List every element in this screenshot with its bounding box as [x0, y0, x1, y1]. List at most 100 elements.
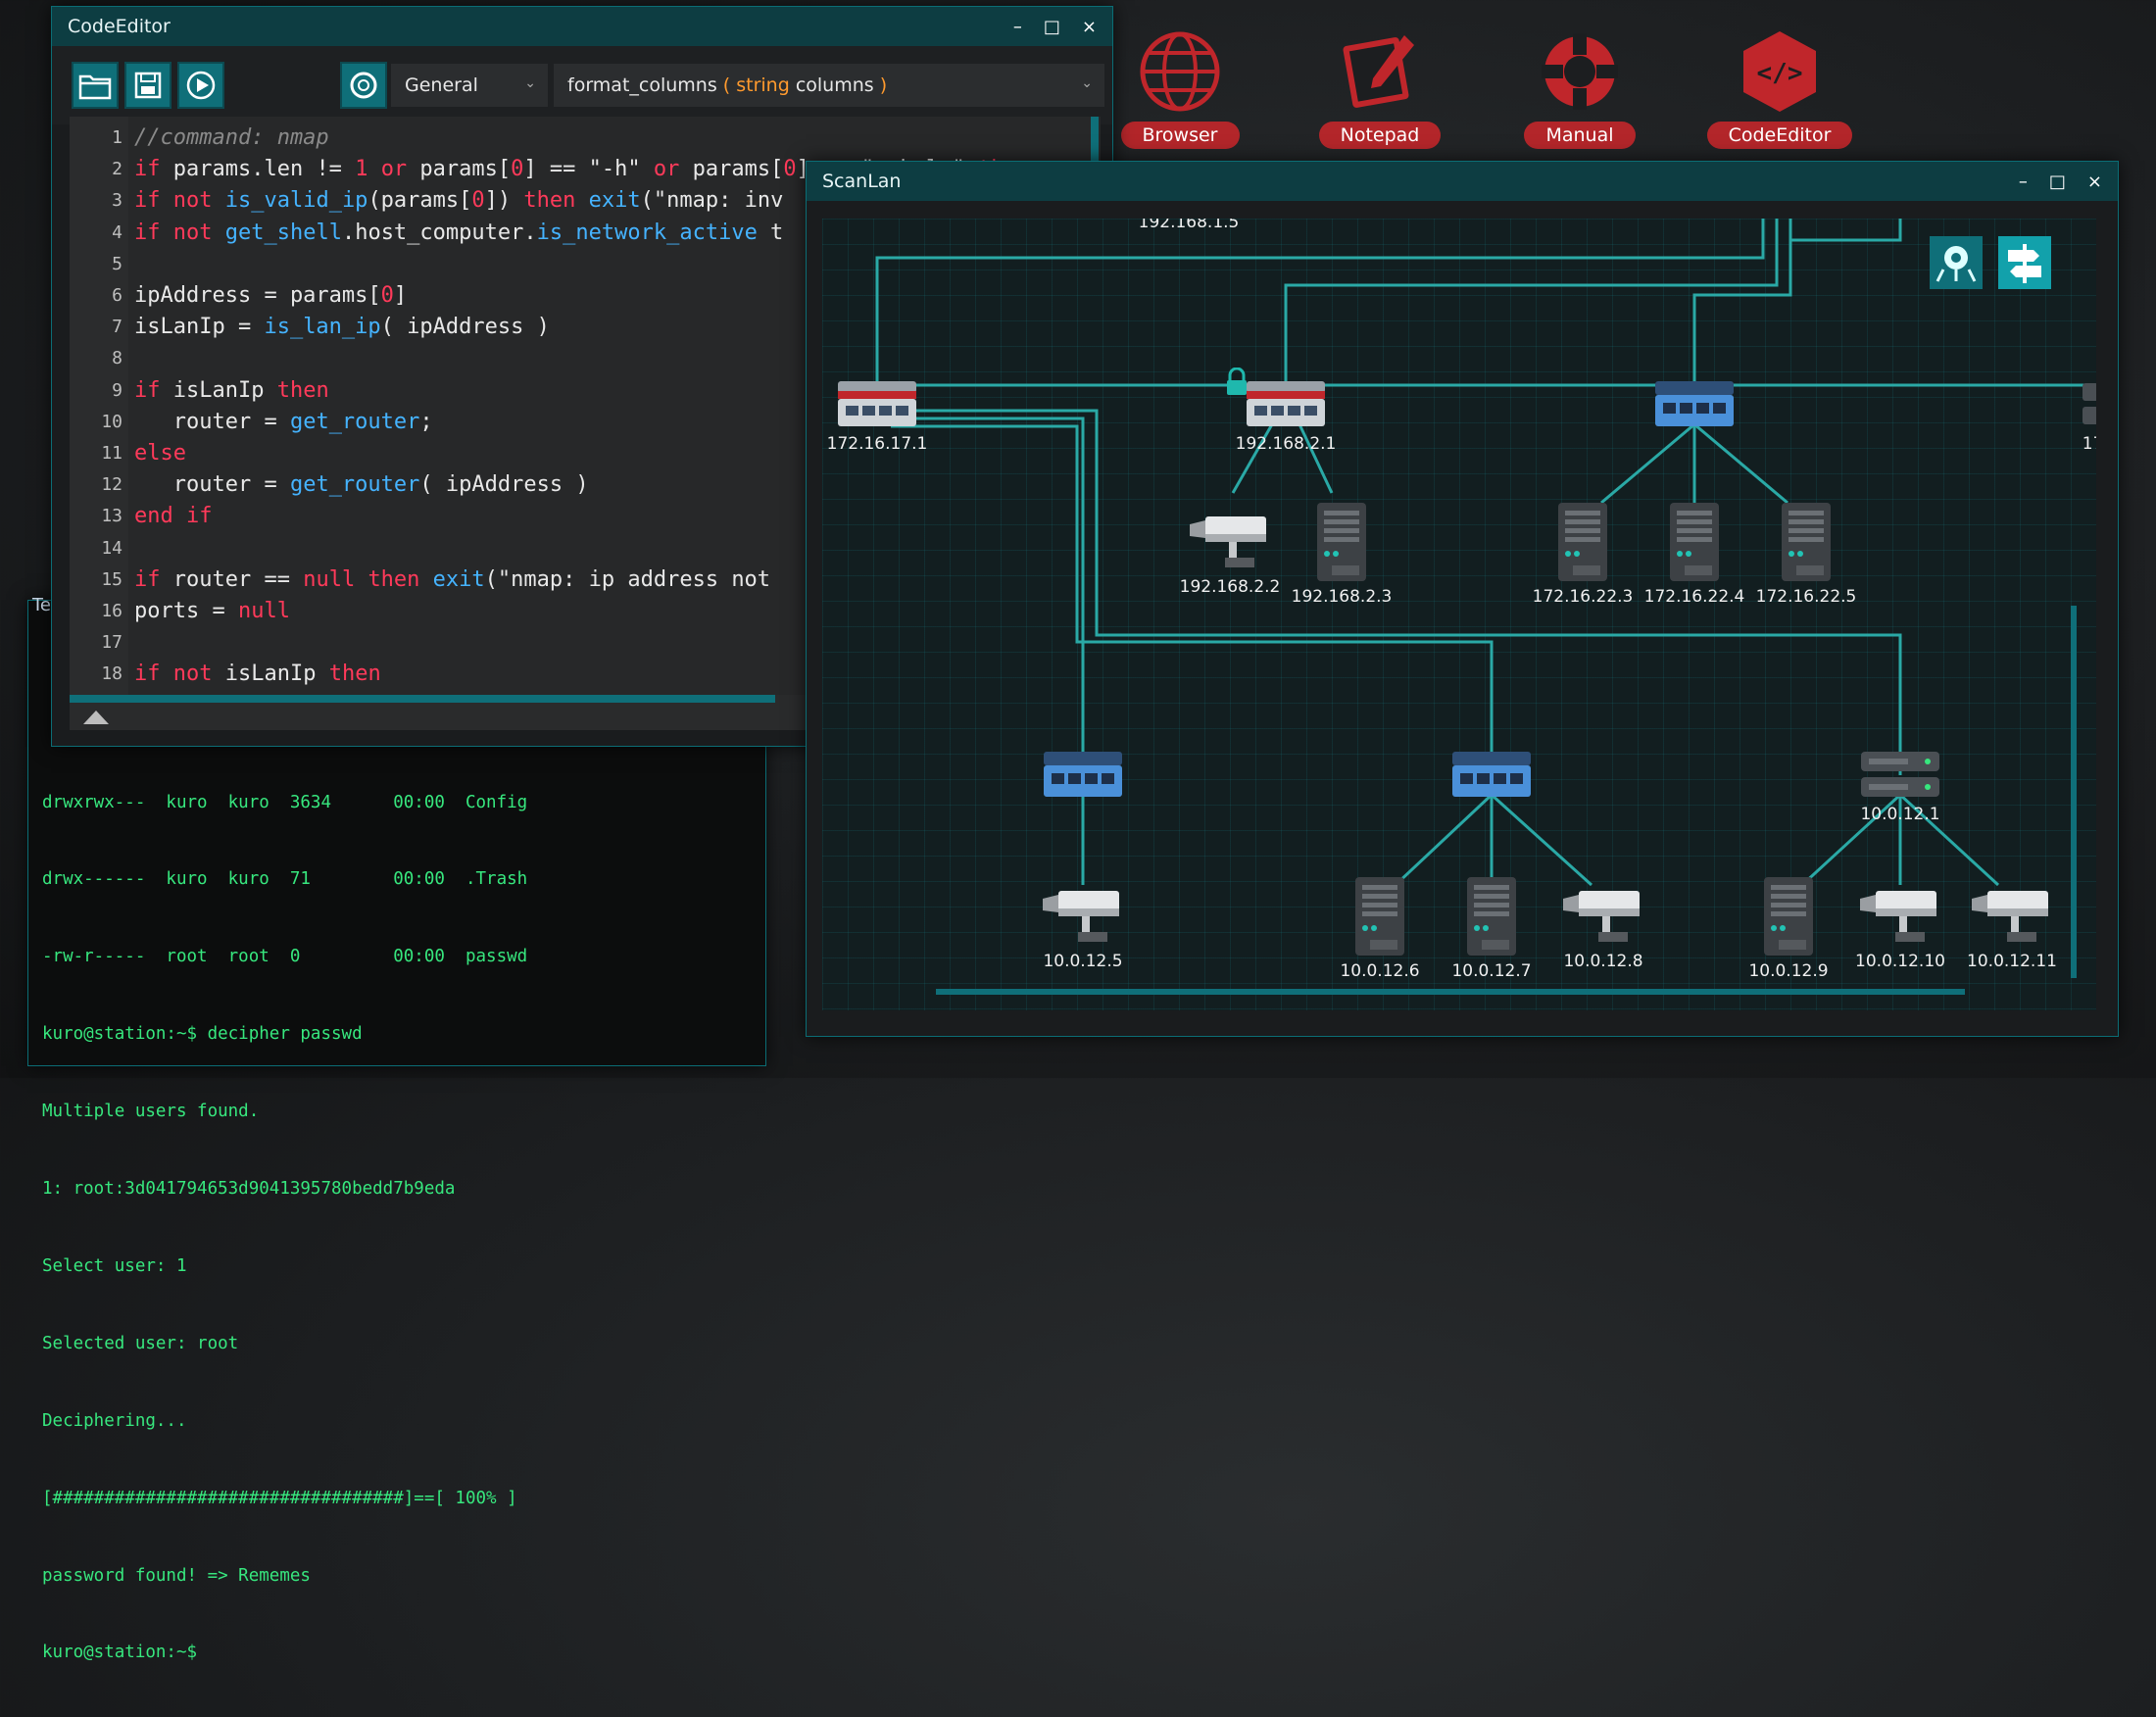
line-number: 10: [101, 411, 122, 432]
router-icon[interactable]: [836, 379, 918, 434]
line-number: 2: [112, 159, 122, 180]
desktop-icon-browser[interactable]: Browser: [1082, 27, 1278, 149]
category-dropdown[interactable]: General ⌄: [391, 64, 548, 107]
code-hexagon-icon: </>: [1743, 31, 1816, 112]
line-number: 1: [112, 127, 122, 148]
desktop-icon-notepad[interactable]: Notepad: [1282, 27, 1478, 149]
camera-icon[interactable]: [1039, 885, 1127, 952]
server-icon[interactable]: [1464, 875, 1519, 961]
globe-icon: [1140, 31, 1220, 112]
open-file-button[interactable]: [72, 62, 119, 109]
function-dropdown[interactable]: format_columns ( string columns ) ⌄: [554, 64, 1104, 107]
switch-icon[interactable]: [1653, 379, 1736, 434]
folder-icon: [78, 74, 112, 100]
close-button[interactable]: ×: [1081, 16, 1097, 37]
chevron-down-icon: ⌄: [524, 75, 536, 91]
rack-server-icon[interactable]: [1859, 750, 1941, 805]
terminal-line: Multiple users found.: [42, 1102, 260, 1122]
window-title: CodeEditor: [68, 16, 171, 37]
map-horizontal-scrollbar[interactable]: [936, 989, 1965, 995]
horizontal-scrollbar[interactable]: [70, 695, 775, 703]
node-ip-label: 172: [2082, 434, 2096, 454]
desktop-icon-codeeditor[interactable]: </> CodeEditor: [1682, 27, 1878, 149]
server-icon[interactable]: [1667, 501, 1722, 587]
code-text: //command: nmap: [134, 125, 329, 150]
line-number: 5: [112, 253, 122, 274]
server-icon[interactable]: [1555, 501, 1610, 587]
switch-icon[interactable]: [1042, 750, 1124, 805]
server-icon[interactable]: [1779, 501, 1834, 587]
code-line: 14: [70, 533, 1101, 564]
switch-icon[interactable]: [1450, 750, 1533, 805]
server-icon[interactable]: [2075, 379, 2096, 434]
line-number: 3: [112, 190, 122, 212]
camera-icon[interactable]: [1186, 511, 1274, 577]
node-ip-label: 10.0.12.7: [1451, 961, 1532, 981]
desktop-icon-label: CodeEditor: [1706, 122, 1853, 149]
minimize-button[interactable]: –: [1012, 16, 1022, 37]
line-number: 8: [112, 348, 122, 369]
lifebuoy-icon: [350, 72, 377, 99]
node-ip-label: 10.0.12.8: [1563, 952, 1643, 971]
code-text: else: [134, 441, 186, 466]
triangle-up-icon[interactable]: [79, 707, 113, 726]
camera-icon[interactable]: [1968, 885, 2056, 952]
code-text: if not is_valid_ip(params[0]) then exit(…: [134, 188, 784, 214]
code-text: if not get_shell.host_computer.is_networ…: [134, 220, 784, 245]
scan-tool-button[interactable]: [1930, 236, 1983, 289]
code-line: 16 ports = null: [70, 596, 1101, 627]
line-number-gutter: [70, 117, 128, 695]
svg-text:</>: </>: [1757, 59, 1803, 88]
node-ip-label: 172.16.22.4: [1643, 587, 1745, 607]
floppy-disk-icon: [134, 72, 162, 99]
server-icon[interactable]: [1761, 875, 1816, 961]
code-text: if not isLanIp then: [134, 662, 381, 687]
terminal-line: 1: root:3d041794653d9041395780bedd7b9eda: [42, 1179, 456, 1200]
code-text: router = get_router;: [134, 409, 433, 434]
line-number: 16: [101, 601, 122, 621]
code-editor-titlebar[interactable]: CodeEditor – □ ×: [52, 7, 1112, 46]
server-icon[interactable]: [1352, 875, 1407, 961]
node-ip-label: 10.0.12.1: [1860, 805, 1940, 824]
maximize-button[interactable]: □: [2048, 171, 2066, 192]
code-text: if router == null then exit("nmap: ip ad…: [134, 566, 771, 592]
terminal-title: Te: [32, 595, 52, 615]
router-icon[interactable]: [1245, 379, 1327, 434]
line-number: 7: [112, 317, 122, 338]
minimize-button[interactable]: –: [2018, 171, 2028, 192]
function-param-type: string: [736, 74, 790, 96]
desktop-icon-label: Notepad: [1318, 122, 1442, 149]
scanlan-titlebar[interactable]: ScanLan – □ ×: [807, 162, 2118, 201]
run-button[interactable]: [177, 62, 224, 109]
node-ip-label: 192.168.2.2: [1179, 577, 1281, 597]
node-ip-label: 10.0.12.5: [1043, 952, 1123, 971]
code-line: 7 isLanIp = is_lan_ip( ipAddress ): [70, 312, 1101, 343]
code-line: 1 //command: nmap: [70, 123, 1101, 154]
desktop-icon-manual[interactable]: Manual: [1482, 27, 1678, 149]
camera-icon[interactable]: [1856, 885, 1944, 952]
scanlan-window[interactable]: ScanLan – □ ×: [806, 161, 2119, 1037]
code-line: 5: [70, 249, 1101, 280]
spy-robot-icon: [1936, 246, 1977, 282]
code-text: router = get_router( ipAddress ): [134, 472, 589, 498]
server-icon[interactable]: [1314, 501, 1369, 587]
lock-icon: [1227, 368, 1247, 395]
code-text: isLanIp = is_lan_ip( ipAddress ): [134, 315, 550, 340]
terminal-line: kuro@station:~$: [42, 1643, 198, 1663]
maximize-button[interactable]: □: [1043, 16, 1060, 37]
terminal-output[interactable]: drwxrwx--- kuro kuro 3634 00:00 Config d…: [42, 738, 756, 1717]
close-button[interactable]: ×: [2086, 171, 2102, 192]
map-vertical-scrollbar[interactable]: [2071, 606, 2077, 978]
save-button[interactable]: [124, 62, 172, 109]
route-tool-button[interactable]: [1998, 236, 2051, 289]
terminal-line: Select user: 1: [42, 1255, 187, 1276]
code-line: 12 router = get_router( ipAddress ): [70, 469, 1101, 501]
chevron-down-icon: ⌄: [1081, 75, 1093, 91]
code-text: ports = null: [134, 599, 290, 623]
camera-icon[interactable]: [1559, 885, 1647, 952]
help-button[interactable]: [340, 62, 387, 109]
